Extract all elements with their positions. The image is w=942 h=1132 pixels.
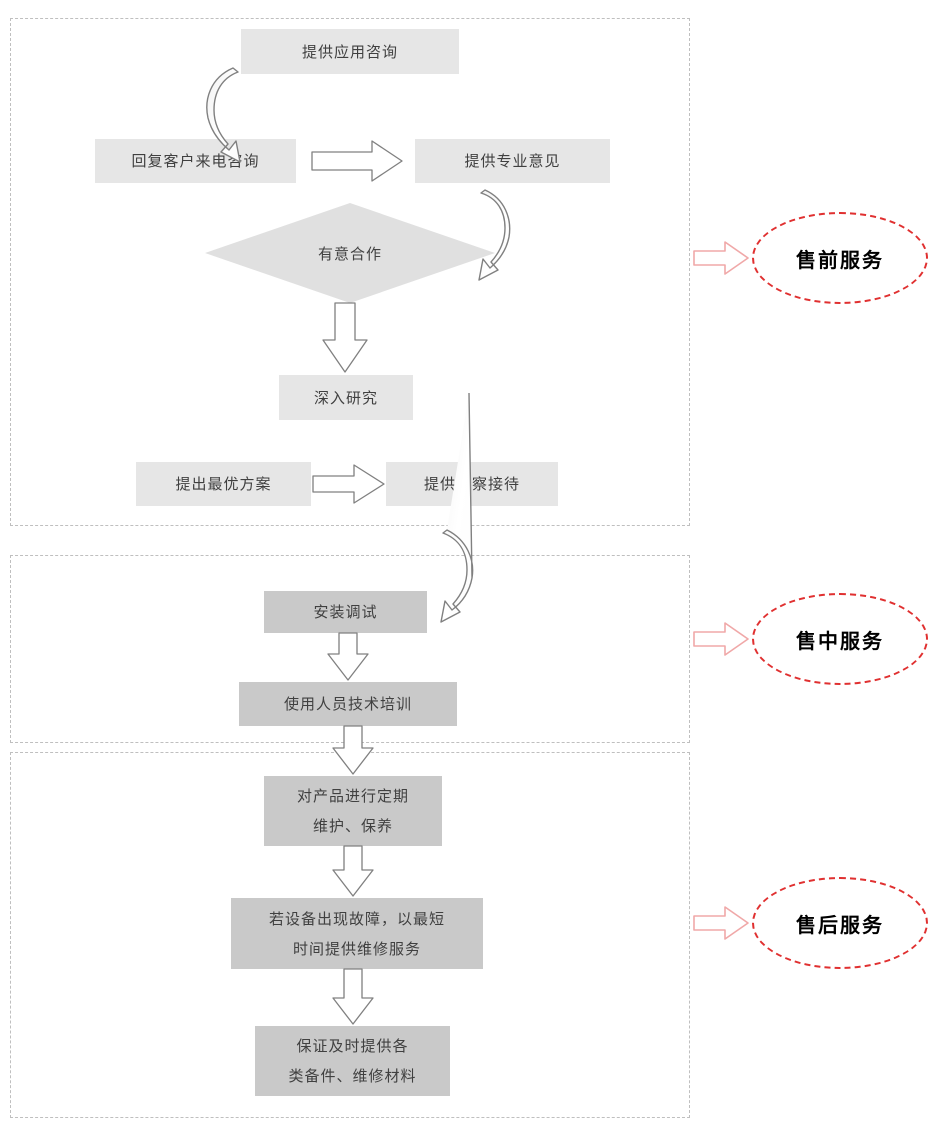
node-periodic-maintenance[interactable]: 对产品进行定期 维护、保养 <box>264 776 442 846</box>
node-reply-customer-call-inquiry[interactable]: 回复客户来电咨询 <box>95 139 296 183</box>
node-label: 提供考察接待 <box>423 475 520 493</box>
node-provide-application-consulting[interactable]: 提供应用咨询 <box>241 29 459 74</box>
callout-after-sales-service[interactable]: 售后服务 <box>752 877 928 969</box>
node-label-line1: 若设备出现故障，以最短 <box>268 909 445 928</box>
node-provide-inspection-reception[interactable]: 提供考察接待 <box>386 462 558 506</box>
node-fast-fault-repair[interactable]: 若设备出现故障，以最短 时间提供维修服务 <box>231 898 483 969</box>
node-label: 安装调试 <box>313 603 378 621</box>
callout-arrow-during-sales-icon <box>693 622 749 656</box>
node-label: 回复客户来电咨询 <box>131 152 260 170</box>
node-label: 深入研究 <box>313 388 378 407</box>
node-installation-commissioning[interactable]: 安装调试 <box>264 591 427 633</box>
callout-pre-sales-service[interactable]: 售前服务 <box>752 212 928 304</box>
pre-sales-region <box>10 18 690 526</box>
callout-label: 售后服务 <box>796 912 884 937</box>
node-label-line2: 类备件、维修材料 <box>288 1067 417 1085</box>
node-label: 提出最优方案 <box>175 475 272 493</box>
node-label: 有意合作 <box>317 244 382 263</box>
callout-during-sales-service[interactable]: 售中服务 <box>752 593 928 685</box>
node-label-line1: 对产品进行定期 <box>296 787 409 805</box>
callout-label: 售中服务 <box>796 628 884 653</box>
node-label: 提供专业意见 <box>464 152 561 170</box>
node-label: 使用人员技术培训 <box>283 695 412 713</box>
callout-arrow-pre-sales-icon <box>693 241 749 275</box>
node-operator-technical-training[interactable]: 使用人员技术培训 <box>239 682 457 726</box>
node-label-line2: 时间提供维修服务 <box>292 939 421 958</box>
node-in-depth-research[interactable]: 深入研究 <box>279 375 413 420</box>
node-label: 提供应用咨询 <box>301 42 398 61</box>
node-propose-optimal-plan[interactable]: 提出最优方案 <box>136 462 311 506</box>
node-provide-professional-advice[interactable]: 提供专业意见 <box>415 139 610 183</box>
callout-arrow-after-sales-icon <box>693 906 749 940</box>
node-label-line1: 保证及时提供各 <box>296 1037 409 1055</box>
node-timely-spare-parts-supply[interactable]: 保证及时提供各 类备件、维修材料 <box>255 1026 450 1096</box>
callout-label: 售前服务 <box>796 247 884 272</box>
node-label-line2: 维护、保养 <box>312 817 393 835</box>
